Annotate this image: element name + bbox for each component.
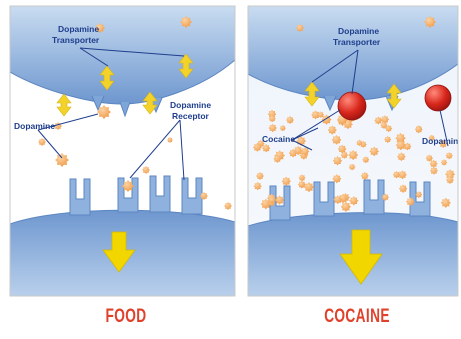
dopamine-molecule-icon xyxy=(296,24,304,32)
dopamine-molecule-icon xyxy=(38,138,46,146)
food-transporter-label-2: Transporter xyxy=(52,35,100,45)
food-transporter-label-1: Dopamine xyxy=(58,24,99,34)
cocaine-panel: Dopamine Transporter Cocaine Dopamine xyxy=(248,6,461,296)
food-receptor-label-2: Receptor xyxy=(172,111,210,121)
dopamine-molecule-icon xyxy=(341,202,351,212)
dopamine-molecule-icon xyxy=(430,167,438,175)
dopamine-molecule-icon xyxy=(348,150,358,160)
dopamine-molecule-icon xyxy=(97,105,111,119)
dopamine-molecule-icon xyxy=(318,111,325,118)
dopamine-molecule-icon xyxy=(424,16,436,28)
dopamine-molecule-icon xyxy=(55,153,69,167)
dopamine-molecule-icon xyxy=(333,195,342,204)
dopamine-molecule-icon xyxy=(374,116,382,124)
food-panel: Dopamine Transporter Dopamine Dopamine R… xyxy=(10,6,235,296)
dopamine-molecule-icon xyxy=(332,135,342,145)
cocaine-dopamine-label: Dopamine xyxy=(422,136,461,146)
dopamine-molecule-icon xyxy=(273,155,281,163)
dopamine-molecule-icon xyxy=(397,152,406,161)
dopamine-molecule-icon xyxy=(446,152,453,159)
dopamine-molecule-icon xyxy=(304,182,314,192)
dopamine-molecule-icon xyxy=(362,156,369,163)
dopamine-molecule-icon xyxy=(200,192,208,200)
cocaine-transporter-label-2: Transporter xyxy=(333,37,381,47)
cocaine-label: Cocaine xyxy=(262,134,295,144)
dopamine-molecule-icon xyxy=(54,122,62,130)
dopamine-molecule-icon xyxy=(122,180,134,192)
dopamine-receptors xyxy=(70,176,202,215)
dopamine-molecule-icon xyxy=(282,177,292,186)
dopamine-molecule-icon xyxy=(446,176,454,184)
dopamine-molecule-icon xyxy=(393,171,401,179)
dopamine-molecule-icon xyxy=(382,194,389,201)
dopamine-molecule-icon xyxy=(286,116,294,124)
food-receptor-label-1: Dopamine xyxy=(170,100,211,110)
dopamine-molecule-icon xyxy=(167,137,173,143)
cocaine-transporter-label-1: Dopamine xyxy=(338,26,379,36)
dopamine-molecule-icon xyxy=(338,145,347,154)
dopamine-molecule-icon xyxy=(180,16,192,28)
dopamine-molecule-icon xyxy=(349,196,358,205)
dopamine-molecule-icon xyxy=(256,172,264,180)
dopamine-molecule-icon xyxy=(349,164,356,171)
food-dopamine-label: Dopamine xyxy=(14,121,55,131)
dopamine-molecule-icon xyxy=(142,166,150,174)
dopamine-molecule-icon xyxy=(406,197,415,206)
dopamine-molecule-icon xyxy=(268,196,276,204)
dopamine-molecule-icon xyxy=(361,172,369,180)
food-caption: FOOD xyxy=(68,306,183,328)
dopamine-molecule-icon xyxy=(426,154,433,161)
cocaine-caption: COCAINE xyxy=(299,306,414,328)
dopamine-molecule-icon xyxy=(430,160,438,168)
dopamine-molecule-icon xyxy=(224,202,232,210)
dopamine-molecule-icon xyxy=(333,156,343,166)
dopamine-molecule-icon xyxy=(441,198,451,208)
